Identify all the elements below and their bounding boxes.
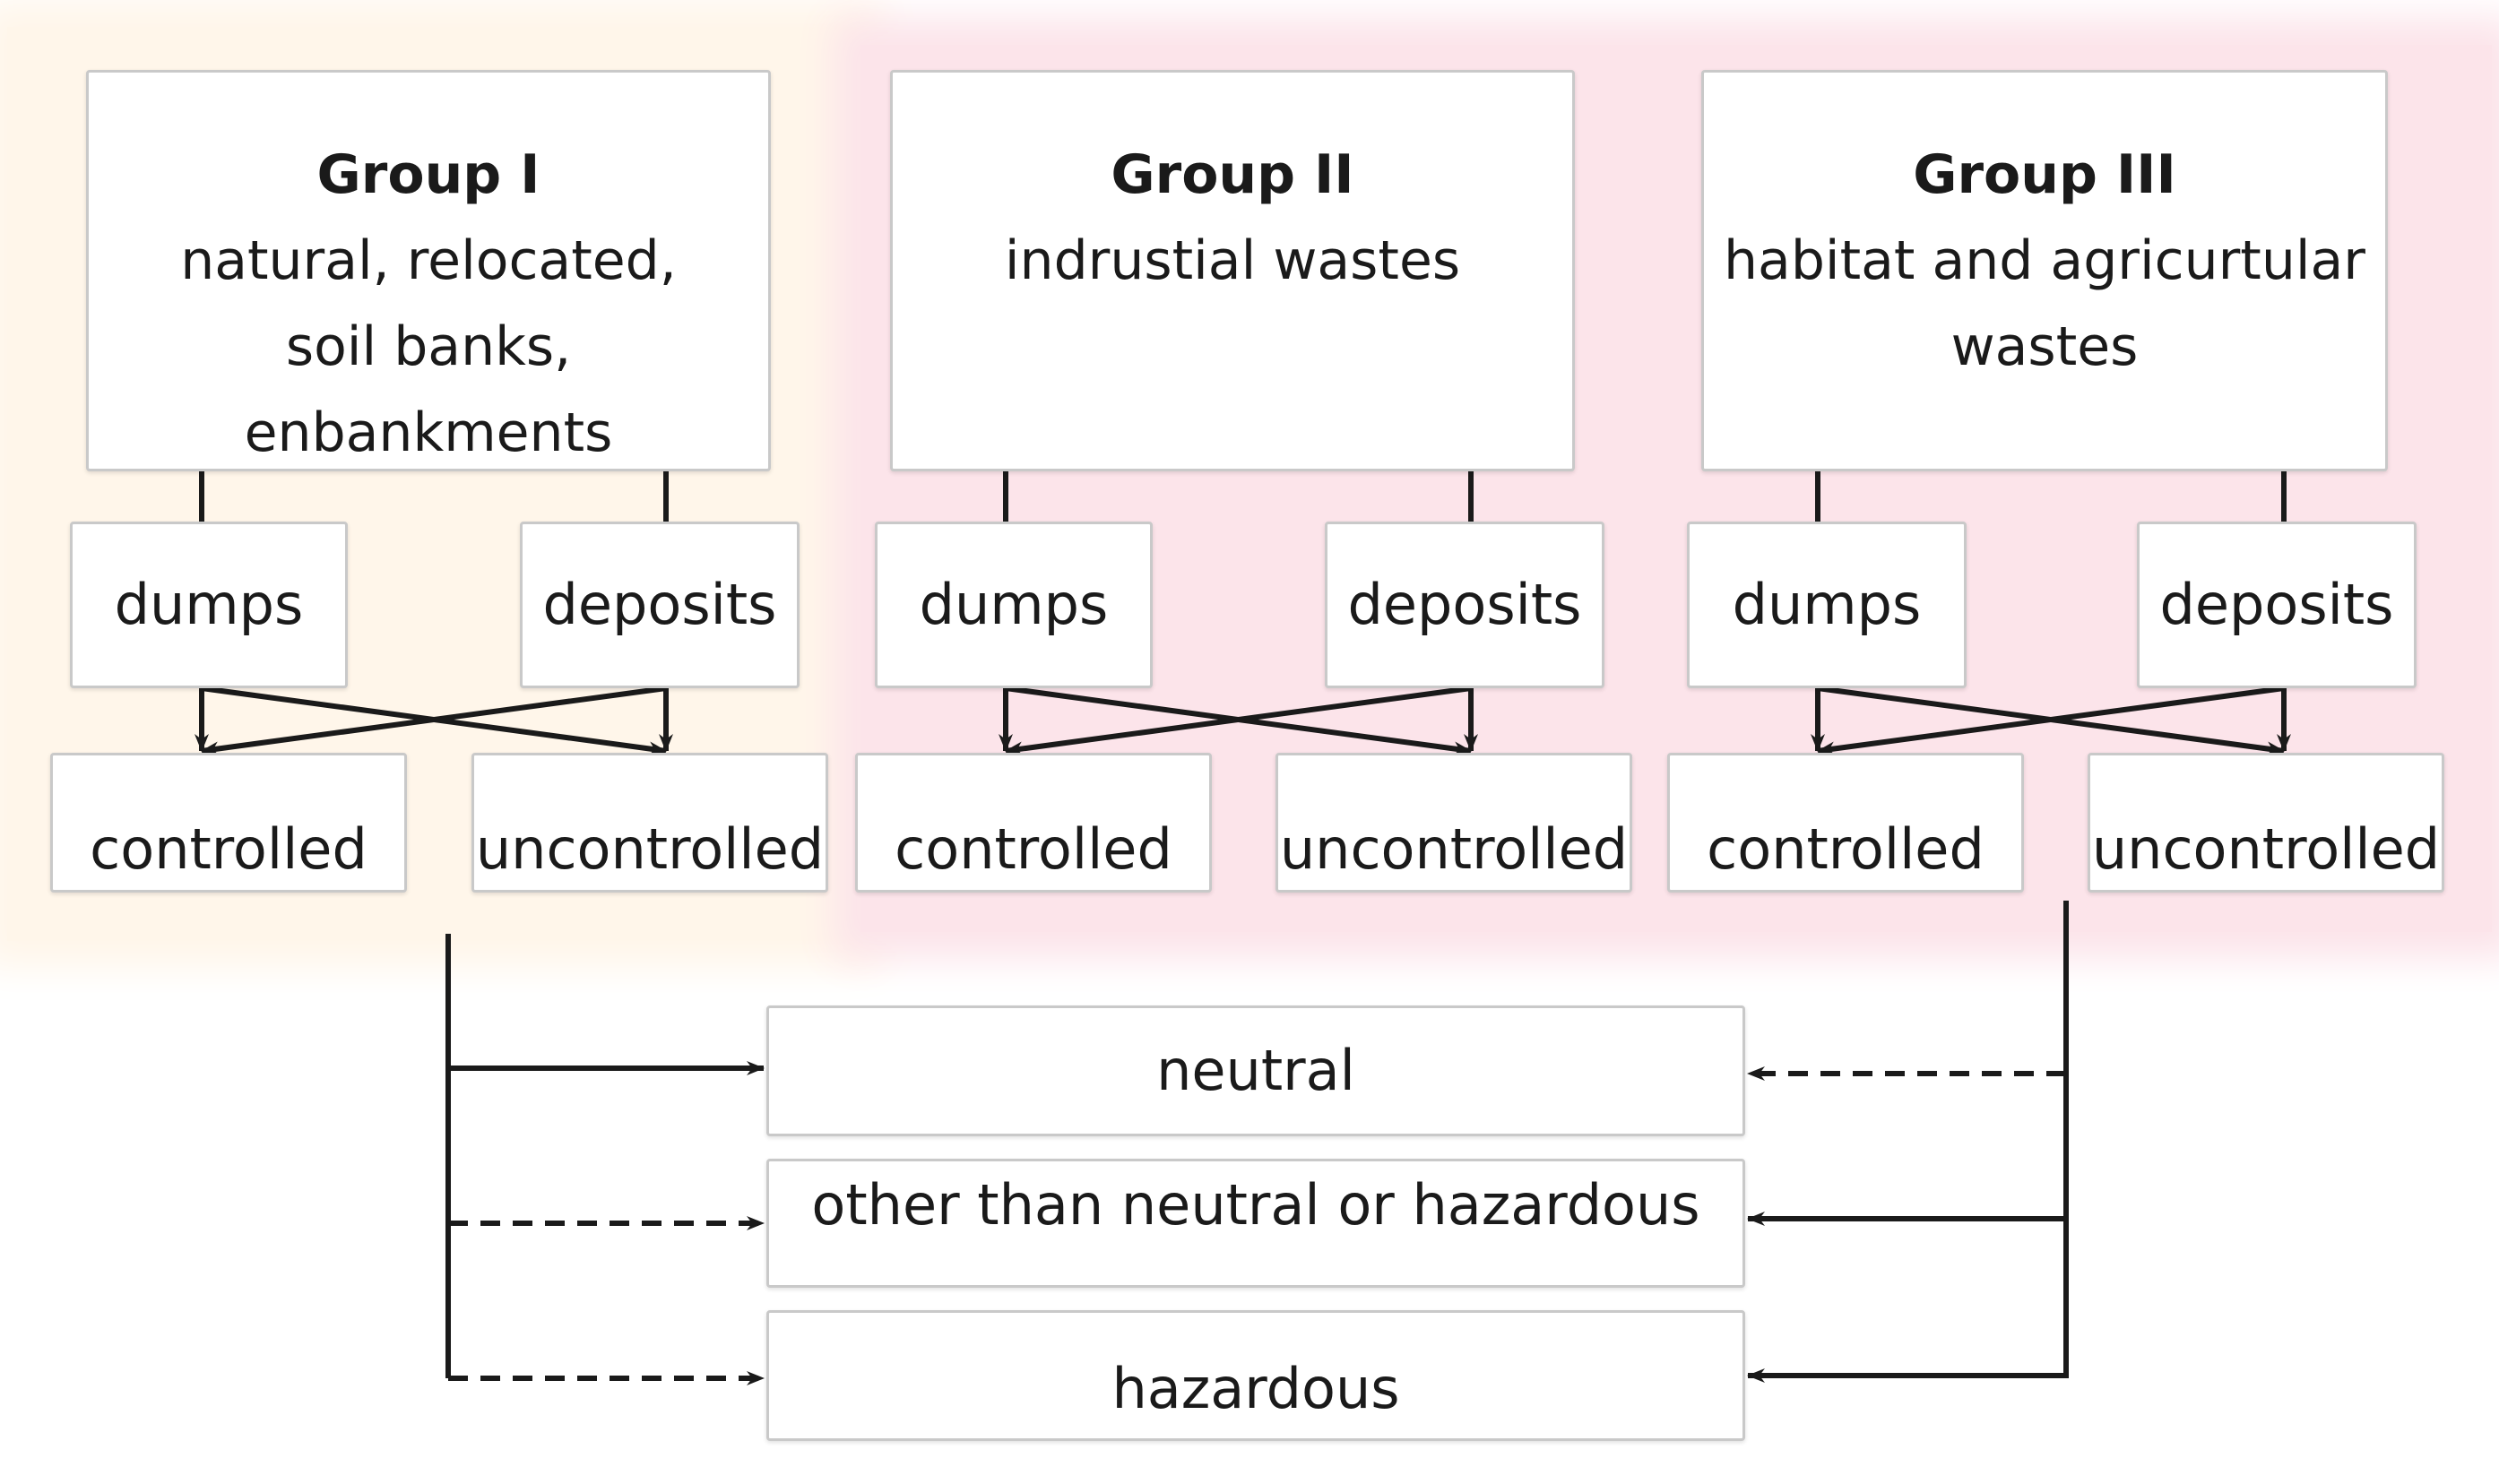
hazardous-box: hazardous [766, 1310, 1745, 1441]
group-2-title: Group II [1111, 143, 1354, 206]
group-1-description-line-2: soil banks, [285, 315, 572, 378]
other-than-neutral-or-hazardous-label: other than neutral or hazardous [811, 1172, 1700, 1238]
group-2-box: Group II indrustial wastes [890, 70, 1575, 471]
group-3-description-line-1: habitat and agricurtular [1724, 229, 2365, 292]
group-1-controlled-box: controlled [50, 753, 407, 893]
group-1-dumps-box: dumps [70, 522, 348, 688]
group-2-deposits-to-controlled-arrow [1005, 686, 1472, 756]
group-2-uncontrolled-label: uncontrolled [1279, 816, 1629, 882]
group-1-description-line-1: natural, relocated, [180, 229, 677, 292]
group-2-deposits-label: deposits [1347, 572, 1582, 637]
group-1-controlled-label: controlled [90, 816, 368, 882]
group-3-dumps-label: dumps [1732, 572, 1922, 637]
group-2-controlled-label: controlled [895, 816, 1172, 882]
group-1-dumps-label: dumps [114, 572, 304, 637]
group-1-uncontrolled-box: uncontrolled [471, 753, 828, 893]
group-1-box: Group I natural, relocated, soil banks, … [86, 70, 771, 471]
group-1-deposits-label: deposits [542, 572, 777, 637]
group-3-deposits-to-controlled-arrow [1817, 686, 2285, 756]
group-3-uncontrolled-label: uncontrolled [2091, 816, 2441, 882]
group-1-deposits-box: deposits [520, 522, 800, 688]
group-2-controlled-box: controlled [855, 753, 1212, 893]
group-1-title: Group I [316, 143, 540, 206]
group-3-box: Group III habitat and agricurtular waste… [1701, 70, 2388, 471]
group-3-description-line-2: wastes [1950, 315, 2139, 378]
group-3-controlled-box: controlled [1667, 753, 2024, 893]
group-3-deposits-box: deposits [2137, 522, 2417, 688]
hazardous-label: hazardous [1111, 1356, 1400, 1421]
group-3-dumps-box: dumps [1687, 522, 1967, 688]
neutral-box: neutral [766, 1005, 1745, 1136]
group-1-description-line-3: enbankments [244, 401, 613, 464]
group-2-dumps-box: dumps [875, 522, 1153, 688]
other-than-neutral-or-hazardous-box: other than neutral or hazardous [766, 1159, 1745, 1288]
group-1-uncontrolled-label: uncontrolled [475, 816, 825, 882]
group-3-controlled-label: controlled [1707, 816, 1984, 882]
group-2-description-line-1: indrustial wastes [1004, 229, 1461, 292]
group-3-title: Group III [1913, 143, 2176, 206]
group-2-uncontrolled-box: uncontrolled [1275, 753, 1632, 893]
neutral-label: neutral [1156, 1038, 1355, 1103]
group-2-dumps-label: dumps [919, 572, 1109, 637]
group-1-deposits-to-controlled-arrow [201, 686, 667, 756]
group-3-uncontrolled-box: uncontrolled [2088, 753, 2444, 893]
group-3-deposits-label: deposits [2159, 572, 2394, 637]
group-2-deposits-box: deposits [1325, 522, 1604, 688]
